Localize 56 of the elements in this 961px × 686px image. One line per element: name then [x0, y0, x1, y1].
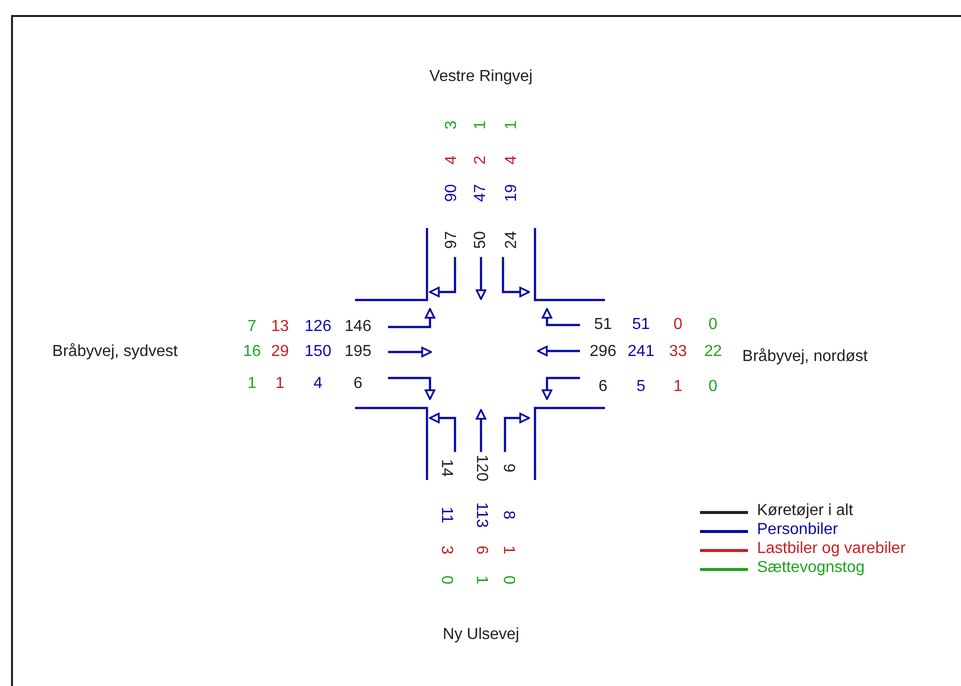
traffic-count: 6 — [354, 375, 362, 393]
traffic-count: 1 — [503, 120, 521, 130]
traffic-count: 14 — [437, 459, 455, 477]
traffic-count: 4 — [503, 156, 521, 164]
traffic-count: 6 — [472, 546, 490, 554]
traffic-count: 2 — [472, 156, 490, 164]
traffic-count: 7 — [248, 318, 256, 336]
traffic-count: 47 — [472, 184, 490, 202]
traffic-count: 146 — [344, 318, 372, 336]
traffic-count: 1 — [472, 120, 490, 130]
legend-label: Sættevognstog — [757, 558, 865, 577]
traffic-count: 0 — [437, 576, 455, 584]
traffic-count: 0 — [674, 316, 682, 334]
traffic-count: 22 — [704, 343, 722, 361]
legend-label: Køretøjer i alt — [757, 501, 854, 520]
traffic-count: 296 — [590, 343, 616, 361]
traffic-count: 13 — [271, 318, 289, 336]
legend-label: Lastbiler og varebiler — [757, 539, 906, 558]
traffic-count: 5 — [636, 378, 646, 396]
road-name: Ny Ulsevej — [442, 626, 520, 644]
traffic-count: 126 — [304, 318, 332, 336]
traffic-count: 0 — [499, 576, 517, 584]
traffic-count: 16 — [243, 343, 261, 361]
traffic-count: 6 — [598, 378, 608, 396]
traffic-count: 51 — [632, 316, 650, 334]
traffic-count: 0 — [708, 316, 718, 334]
road-name: Bråbyvej, sydvest — [52, 343, 178, 361]
traffic-count: 241 — [628, 343, 654, 361]
traffic-count: 9 — [499, 464, 517, 472]
road-name: Bråbyvej, nordøst — [742, 348, 868, 366]
traffic-count: 19 — [503, 184, 521, 202]
traffic-count: 29 — [271, 343, 289, 361]
traffic-count: 1 — [674, 378, 682, 396]
traffic-count: 1 — [276, 375, 284, 393]
traffic-count: 0 — [708, 378, 718, 396]
traffic-count: 4 — [314, 375, 322, 393]
traffic-count: 1 — [472, 576, 490, 584]
road-name: Vestre Ringvej — [429, 68, 533, 86]
traffic-count: 11 — [437, 506, 455, 524]
traffic-count: 150 — [304, 343, 332, 361]
traffic-count: 195 — [344, 343, 372, 361]
traffic-count: 51 — [594, 316, 612, 334]
traffic-count: 1 — [499, 546, 517, 554]
traffic-count: 120 — [472, 454, 490, 482]
traffic-count: 1 — [248, 375, 256, 393]
traffic-count: 8 — [499, 510, 517, 520]
legend-label: Personbiler — [757, 520, 838, 539]
traffic-count: 90 — [443, 184, 461, 202]
traffic-count: 33 — [669, 343, 687, 361]
traffic-count: 4 — [443, 156, 461, 164]
traffic-count: 3 — [443, 120, 461, 130]
traffic-count: 50 — [472, 231, 490, 249]
traffic-count: 3 — [437, 546, 455, 554]
traffic-count: 97 — [443, 231, 461, 249]
traffic-count: 24 — [503, 231, 521, 249]
traffic-count: 113 — [472, 502, 490, 528]
